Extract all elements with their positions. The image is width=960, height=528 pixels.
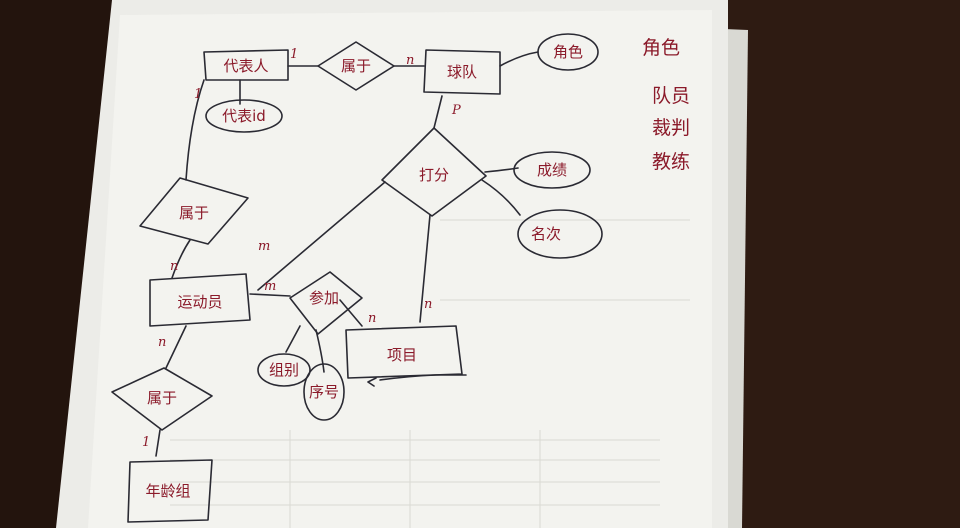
entity-age-group: 年龄组 [127, 459, 213, 523]
entity-representative: 代表人 [203, 49, 289, 81]
relationship-belongs-age: 属于 [111, 367, 213, 431]
attribute-group-label: 组别 [269, 361, 299, 379]
relationship-belongs-rep-athlete-label: 属于 [179, 204, 209, 222]
attribute-group: 组别 [257, 353, 311, 387]
connection-lines [155, 51, 539, 457]
cardinality-athlete-to-match: m [258, 239, 270, 254]
side-note-role: 角色 [642, 37, 680, 59]
attribute-order: 序号 [303, 363, 345, 421]
entity-event: 项目 [345, 325, 463, 379]
cardinality-team-down: P [451, 103, 461, 118]
relationship-belongs-rep-team-label: 属于 [341, 57, 371, 75]
cardinality-rep-down: 1 [194, 87, 202, 102]
attribute-role-label: 角色 [553, 43, 583, 61]
cardinality-participate-to-event: n [368, 311, 376, 326]
relationship-participate-label: 参加 [309, 289, 339, 307]
attribute-role: 角色 [537, 33, 599, 71]
cardinality-athlete-to-participate: m [264, 279, 276, 294]
entity-team: 球队 [423, 49, 501, 95]
cardinality-rel-to-athlete: n [170, 259, 178, 274]
side-notes: 角色 队员 裁判 教练 [642, 37, 690, 173]
cardinality-rel-to-team: n [406, 53, 414, 68]
attribute-score: 成绩 [513, 151, 591, 189]
cardinality-athlete-down: n [158, 335, 166, 350]
entity-event-label: 项目 [387, 346, 417, 364]
relationship-belongs-age-label: 属于 [147, 389, 177, 407]
relationship-match: 打分 [381, 127, 487, 217]
entity-athlete-label: 运动员 [177, 293, 222, 311]
relationship-match-label: 打分 [419, 166, 449, 184]
cardinality-labels: 1 n 1 n P m m n n n 1 [142, 47, 461, 450]
side-note-referee: 裁判 [652, 117, 690, 139]
entity-representative-label: 代表人 [223, 57, 268, 75]
relationship-belongs-rep-athlete: 属于 [139, 177, 249, 245]
cardinality-rep-to-rel: 1 [290, 47, 298, 62]
side-note-member: 队员 [652, 85, 690, 107]
attribute-order-label: 序号 [309, 383, 339, 401]
cardinality-rel-to-agegroup: 1 [142, 435, 150, 450]
paper-page-inner [88, 10, 712, 528]
entity-team-label: 球队 [447, 63, 477, 81]
attribute-rank: 名次 [517, 209, 603, 259]
cardinality-match-to-event: n [424, 297, 432, 312]
paper-showthrough [170, 219, 690, 528]
attribute-rank-label: 名次 [531, 225, 561, 243]
attribute-score-label: 成绩 [537, 161, 567, 179]
entity-age-group-label: 年龄组 [145, 482, 190, 500]
relationship-belongs-rep-team: 属于 [317, 41, 395, 91]
attribute-rep-id: 代表id [205, 99, 283, 133]
side-note-coach: 教练 [652, 151, 690, 173]
entity-athlete: 运动员 [149, 273, 251, 327]
attribute-rep-id-label: 代表id [222, 107, 266, 125]
relationship-participate: 参加 [289, 271, 363, 335]
